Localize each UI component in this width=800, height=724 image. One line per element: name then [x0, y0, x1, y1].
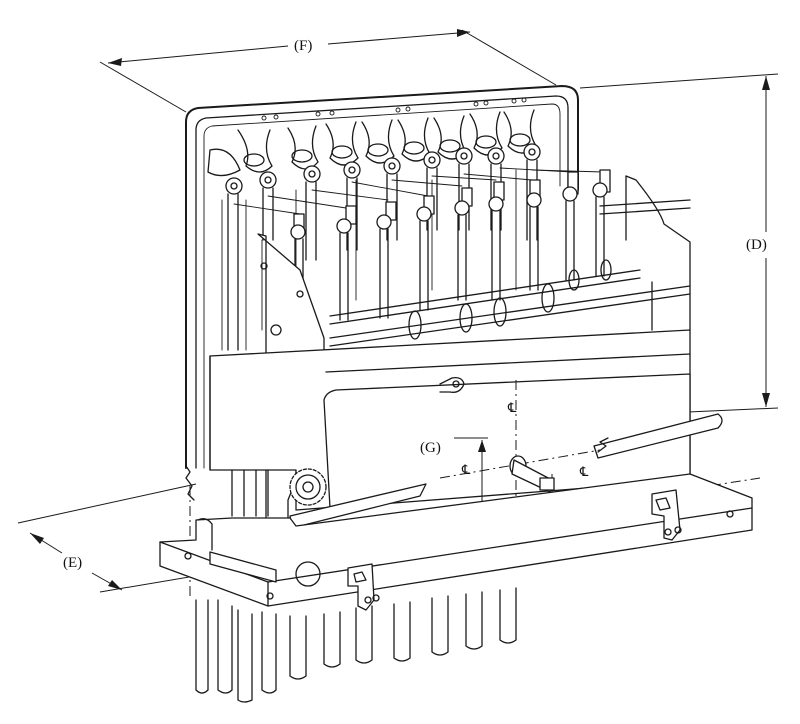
right-side-plate: [625, 175, 691, 331]
back-frame: [185, 85, 579, 501]
bottom-legs: [195, 469, 517, 703]
base-plate: [159, 473, 753, 607]
label-d: (D): [746, 237, 767, 253]
centerline-mark-3: ℄: [579, 464, 589, 479]
slide-bar-right: [593, 413, 723, 459]
centerline-mark-1: ℄: [507, 400, 517, 415]
mounting-clip-right: [651, 489, 682, 541]
gear-wheel: [289, 468, 327, 506]
dimension-d: (D): [579, 73, 779, 413]
centerline-mark-2: ℄: [461, 462, 471, 477]
label-g: (G): [420, 440, 441, 456]
needle-bars: [290, 169, 611, 331]
mounting-clip-left: [347, 563, 380, 611]
label-f: (F): [294, 38, 312, 54]
thread-guides: [207, 109, 537, 177]
take-up-levers-upper: [225, 143, 541, 351]
connecting-rods: [233, 167, 605, 215]
dimension-f: (F): [99, 29, 557, 113]
dimension-e: (E): [17, 483, 291, 593]
label-e: (E): [63, 555, 82, 571]
shafts: [329, 199, 691, 347]
lower-housing: [209, 329, 691, 511]
